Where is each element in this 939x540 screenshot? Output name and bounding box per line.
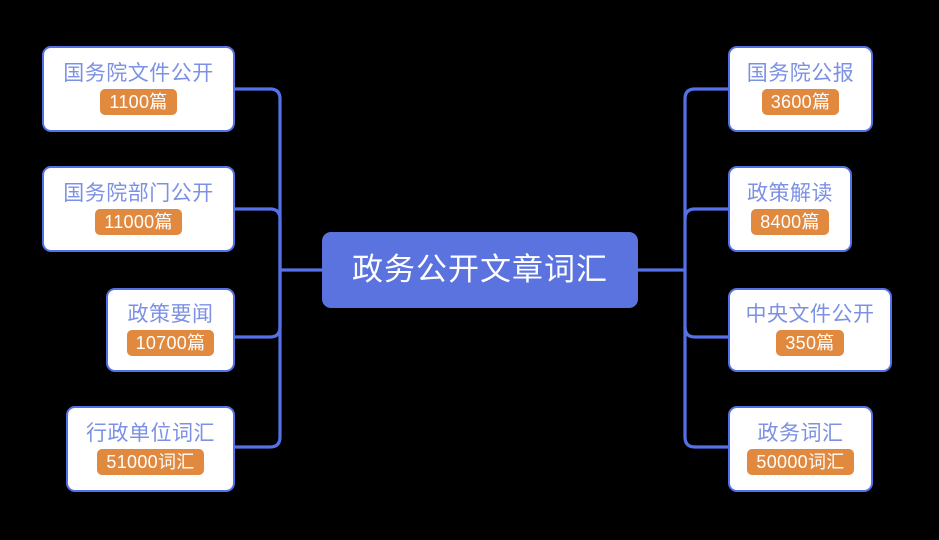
- right-node-4-badge: 50000词汇: [747, 449, 854, 475]
- right-node-4-label: 政务词汇: [757, 422, 844, 445]
- left-node-1-label: 国务院文件公开: [63, 62, 214, 85]
- left-node-4[interactable]: 行政单位词汇 51000词汇: [66, 406, 235, 492]
- left-node-3-label: 政策要闻: [127, 303, 214, 326]
- left-node-1[interactable]: 国务院文件公开 1100篇: [42, 46, 235, 132]
- left-node-4-label: 行政单位词汇: [86, 422, 215, 445]
- left-node-2-label: 国务院部门公开: [63, 182, 214, 205]
- center-node[interactable]: 政务公开文章词汇: [322, 232, 638, 308]
- right-node-2-label: 政策解读: [747, 182, 833, 205]
- right-node-1[interactable]: 国务院公报 3600篇: [728, 46, 873, 132]
- right-node-3[interactable]: 中央文件公开 350篇: [728, 288, 892, 372]
- left-node-4-badge: 51000词汇: [97, 449, 204, 475]
- right-node-1-label: 国务院公报: [746, 62, 855, 85]
- right-node-2[interactable]: 政策解读 8400篇: [728, 166, 852, 252]
- right-node-3-badge: 350篇: [776, 330, 844, 356]
- right-node-2-badge: 8400篇: [751, 209, 829, 235]
- left-node-2[interactable]: 国务院部门公开 11000篇: [42, 166, 235, 252]
- left-node-2-badge: 11000篇: [95, 209, 182, 235]
- right-node-3-label: 中央文件公开: [745, 303, 875, 326]
- right-node-1-badge: 3600篇: [761, 89, 840, 115]
- right-node-4[interactable]: 政务词汇 50000词汇: [728, 406, 873, 492]
- left-node-3[interactable]: 政策要闻 10700篇: [106, 288, 235, 372]
- left-node-3-badge: 10700篇: [126, 330, 215, 356]
- center-node-label: 政务公开文章词汇: [352, 252, 608, 287]
- left-node-1-badge: 1100篇: [100, 89, 177, 115]
